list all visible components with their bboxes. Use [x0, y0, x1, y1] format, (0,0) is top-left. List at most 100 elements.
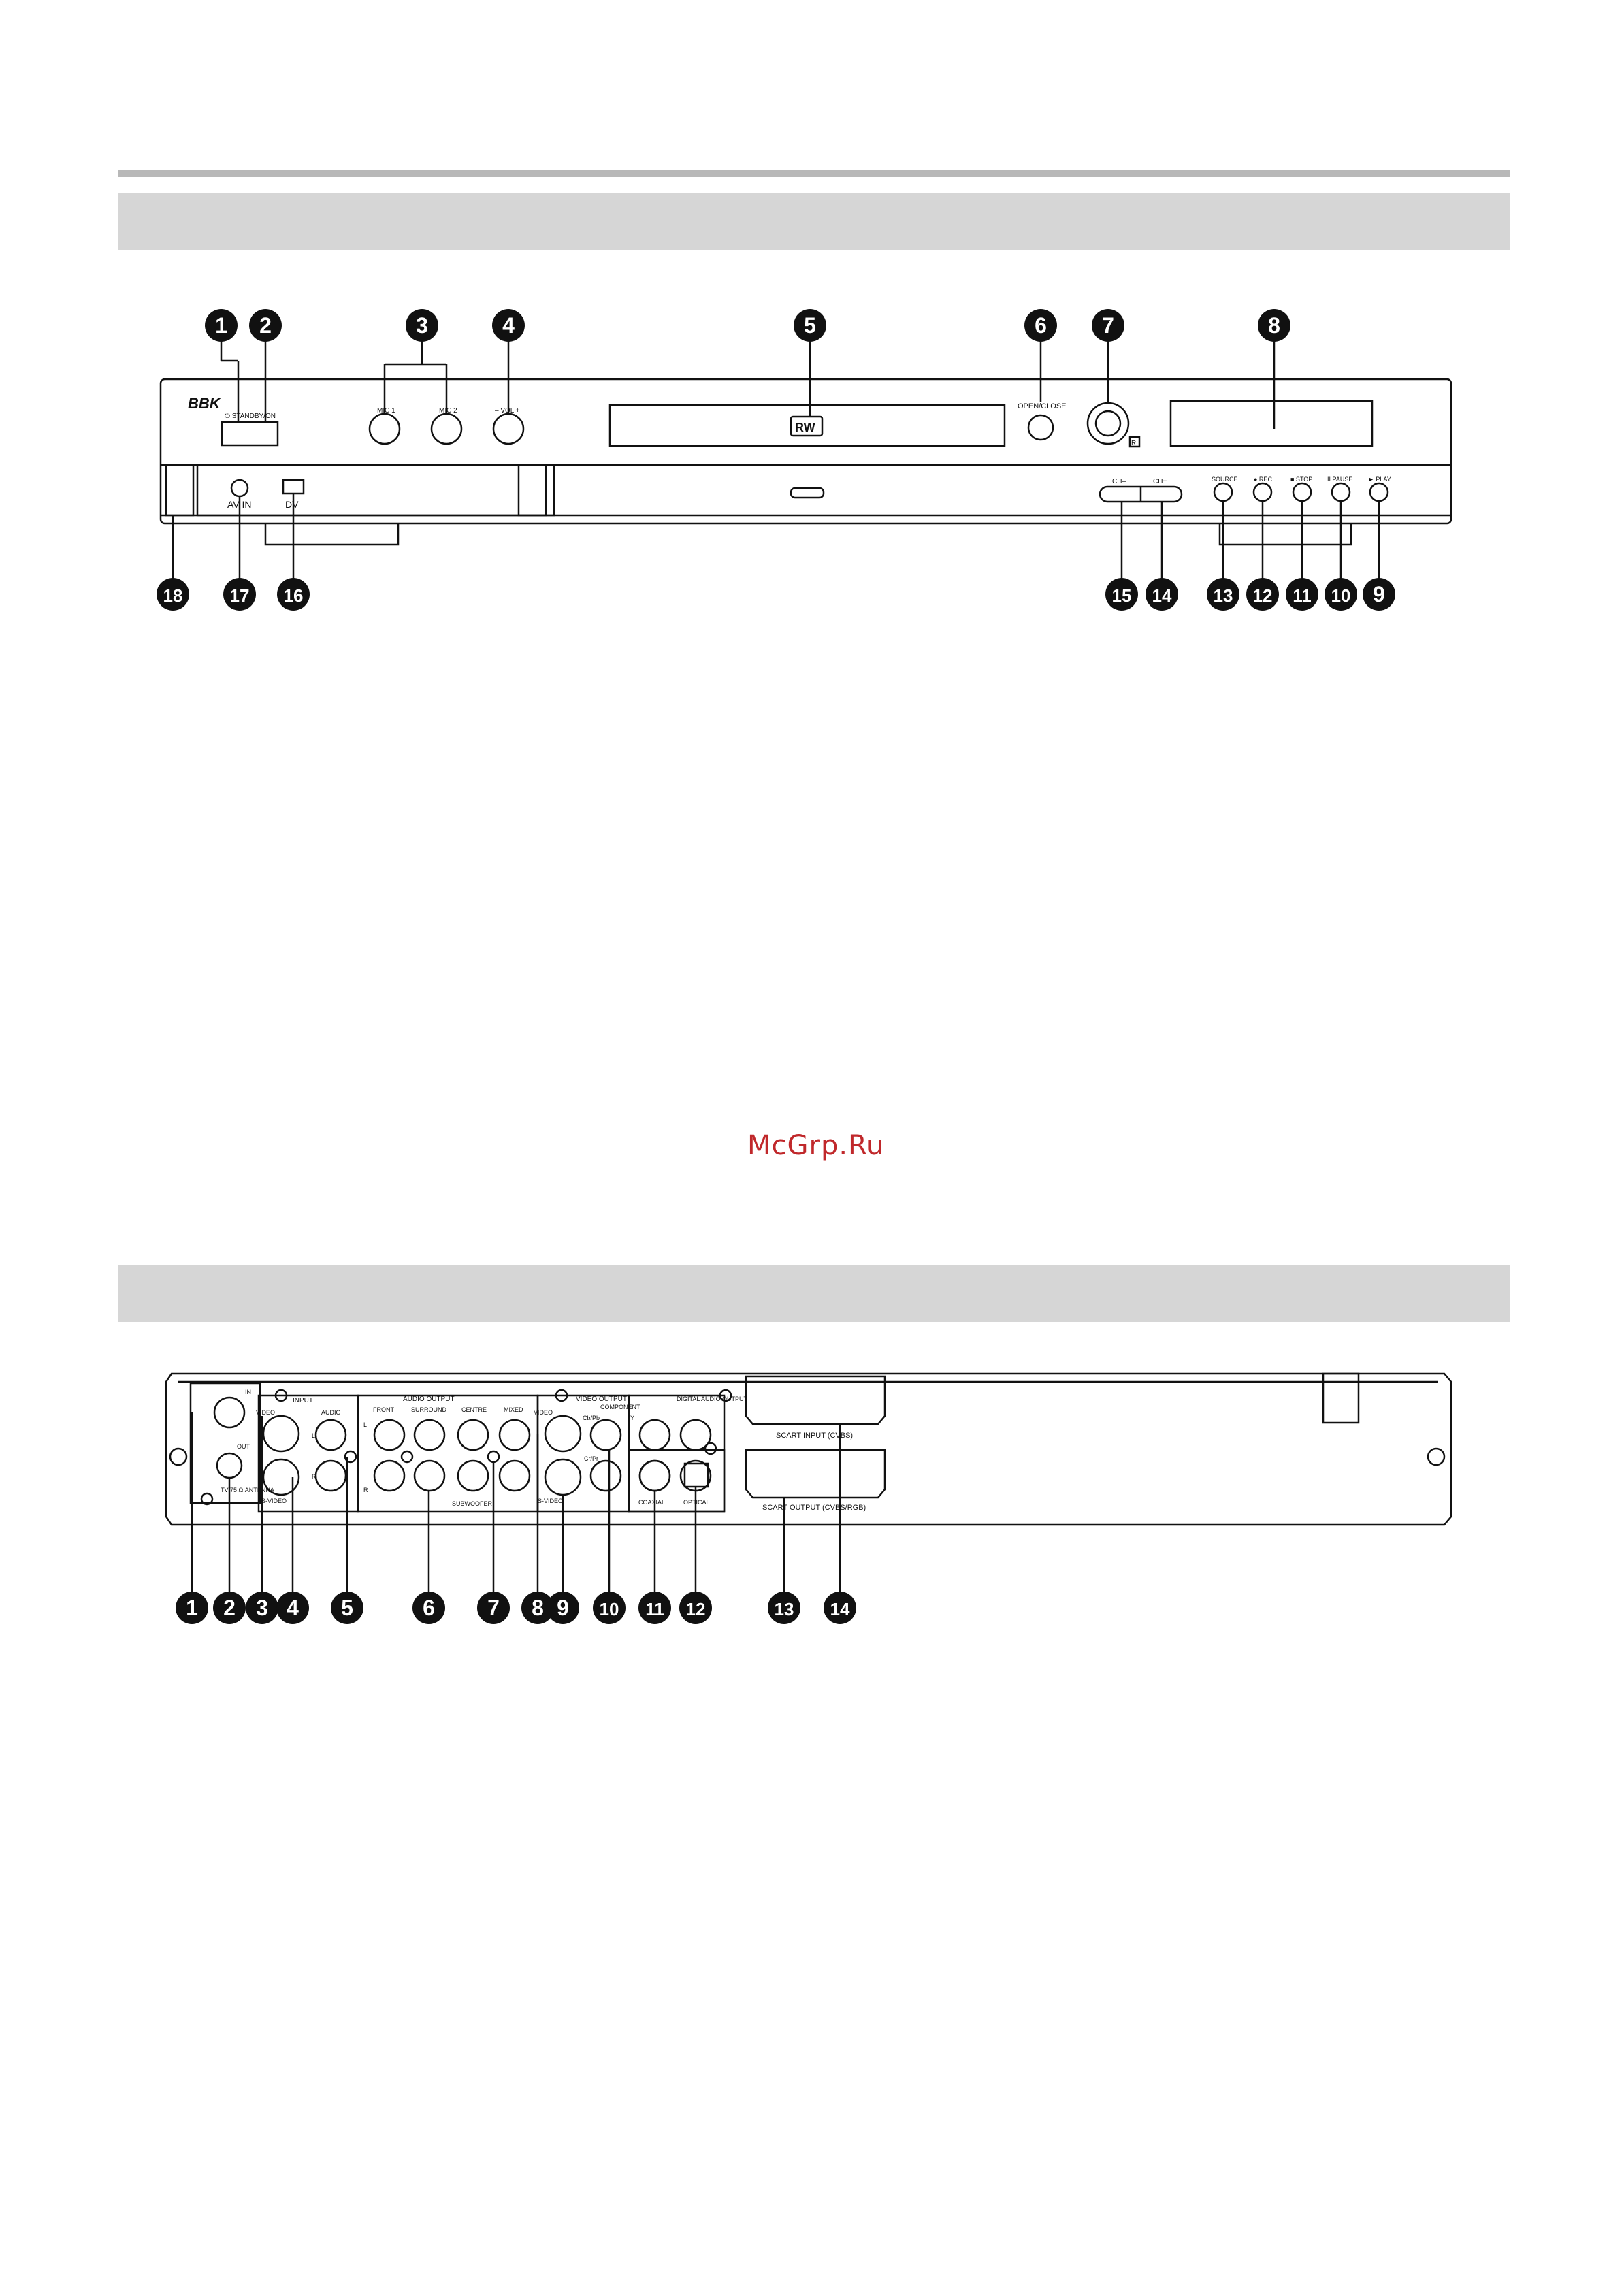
surround-label: SURROUND [411, 1406, 447, 1413]
callout-badge [276, 1592, 309, 1624]
component-label: COMPONENT [600, 1404, 640, 1410]
mic2-label: MIC 2 [439, 407, 457, 415]
s-video-out-label: S-VIDEO [538, 1498, 563, 1504]
front-panel-diagram [159, 340, 1452, 582]
callout-number: 1 [186, 1596, 198, 1620]
ch-plus-label: CH+ [1153, 478, 1167, 485]
video-output-label: VIDEO OUTPUT [576, 1395, 627, 1403]
digital-audio-output-label: DIGITAL AUDIO OUTPUT [677, 1395, 748, 1402]
video-out-label: VIDEO [534, 1409, 553, 1416]
callout-number: 3 [416, 313, 428, 338]
front-r-label: R [363, 1487, 368, 1493]
cb-pb-label: Cb/Pb [583, 1415, 600, 1421]
video-label: VIDEO [256, 1409, 275, 1416]
callout-number: 13 [1214, 585, 1233, 606]
ir-label: R [1131, 440, 1136, 447]
optical-label: OPTICAL [683, 1499, 710, 1506]
dv-label: DV [285, 499, 299, 510]
av-in-label: AV IN [227, 499, 252, 510]
callout-badge [213, 1592, 246, 1624]
y-label: Y [630, 1415, 634, 1421]
callout-number: 11 [645, 1599, 664, 1619]
top-rule [118, 170, 1510, 177]
callout-number: 12 [1253, 585, 1273, 606]
cr-pr-label: Cr/Pr [584, 1455, 598, 1462]
callout-number: 12 [686, 1599, 706, 1619]
stop-label: ■ STOP [1290, 476, 1312, 483]
audio-label: AUDIO [321, 1409, 341, 1416]
callout-number: 14 [830, 1599, 850, 1619]
centre-label: CENTRE [461, 1406, 487, 1413]
callout-badge [547, 1592, 579, 1624]
callout-number: 16 [284, 585, 304, 606]
callout-badge [768, 1592, 800, 1624]
callout-number: 6 [1035, 313, 1047, 338]
callout-badge [1024, 309, 1057, 342]
rear-panel-section-header [118, 1265, 1510, 1322]
callout-badge [223, 578, 256, 611]
front-l-label: L [363, 1421, 367, 1428]
vol-label: – VOL + [495, 407, 520, 415]
in-label: IN [245, 1389, 251, 1395]
callout-badge [1105, 578, 1138, 611]
rec-label: ● REC [1254, 476, 1272, 483]
watermark: McGrp.Ru [747, 1130, 885, 1161]
callout-badge [477, 1592, 510, 1624]
brand-logo: BBK [188, 395, 222, 412]
input-label: INPUT [293, 1397, 313, 1404]
callout-badge [246, 1592, 278, 1624]
callout-number: 5 [341, 1596, 353, 1620]
front-panel-labels: BBK ⏻ STANDBY/ON MIC 1 MIC 2 – VOL + RW … [188, 395, 1391, 510]
callout-number: 18 [163, 585, 183, 606]
standby-label: ⏻ STANDBY/ON [225, 413, 276, 420]
callout-number: 9 [557, 1596, 569, 1620]
out-label: OUT [237, 1443, 250, 1450]
callout-badge [1246, 578, 1279, 611]
callout-number: 10 [600, 1599, 619, 1619]
callout-badge [1207, 578, 1239, 611]
s-video-in-label: S-VIDEO [261, 1498, 287, 1504]
pause-label: II PAUSE [1327, 476, 1352, 483]
front-panel-section-header [118, 193, 1510, 250]
subwoofer-label: SUBWOOFER [452, 1500, 493, 1507]
callout-number: 2 [223, 1596, 236, 1620]
audio-l-label: L [312, 1432, 315, 1439]
antenna-label: TV 75 Ω ANTENNA [221, 1487, 274, 1493]
callout-number: 6 [423, 1596, 435, 1620]
callout-badge [157, 578, 189, 611]
play-label: ► PLAY [1368, 476, 1391, 483]
callout-badge [412, 1592, 445, 1624]
callout-number: 2 [259, 313, 272, 338]
callout-number: 3 [256, 1596, 268, 1620]
callout-number: 17 [230, 585, 250, 606]
callout-badge [331, 1592, 363, 1624]
callout-badge [824, 1592, 856, 1624]
callout-badge [1146, 578, 1178, 611]
coaxial-label: COAXIAL [638, 1499, 665, 1506]
callout-number: 9 [1373, 582, 1385, 607]
callout-badge [406, 309, 438, 342]
rw-logo: RW [795, 421, 815, 434]
callout-number: 4 [287, 1596, 299, 1620]
callout-number: 8 [532, 1596, 544, 1620]
callout-badge [249, 309, 282, 342]
callout-badge [1258, 309, 1290, 342]
callout-badge [205, 309, 238, 342]
front-label: FRONT [373, 1406, 394, 1413]
scart-input-label: SCART INPUT (CVBS) [776, 1432, 853, 1440]
rear-panel-labels: IN OUT TV 75 Ω ANTENNA INPUT VIDEO AUDIO… [221, 1389, 866, 1512]
callout-badge [794, 309, 826, 342]
source-label: SOURCE [1212, 476, 1238, 483]
callout-number: 10 [1331, 585, 1351, 606]
callout-number: 5 [804, 313, 816, 338]
callout-number: 8 [1268, 313, 1280, 338]
callout-badge [1363, 578, 1395, 611]
audio-r-label: R [312, 1473, 316, 1480]
callout-badge [277, 578, 310, 611]
ch-minus-label: CH– [1112, 478, 1126, 485]
callout-badge [521, 1592, 554, 1624]
callout-badge [1286, 578, 1318, 611]
